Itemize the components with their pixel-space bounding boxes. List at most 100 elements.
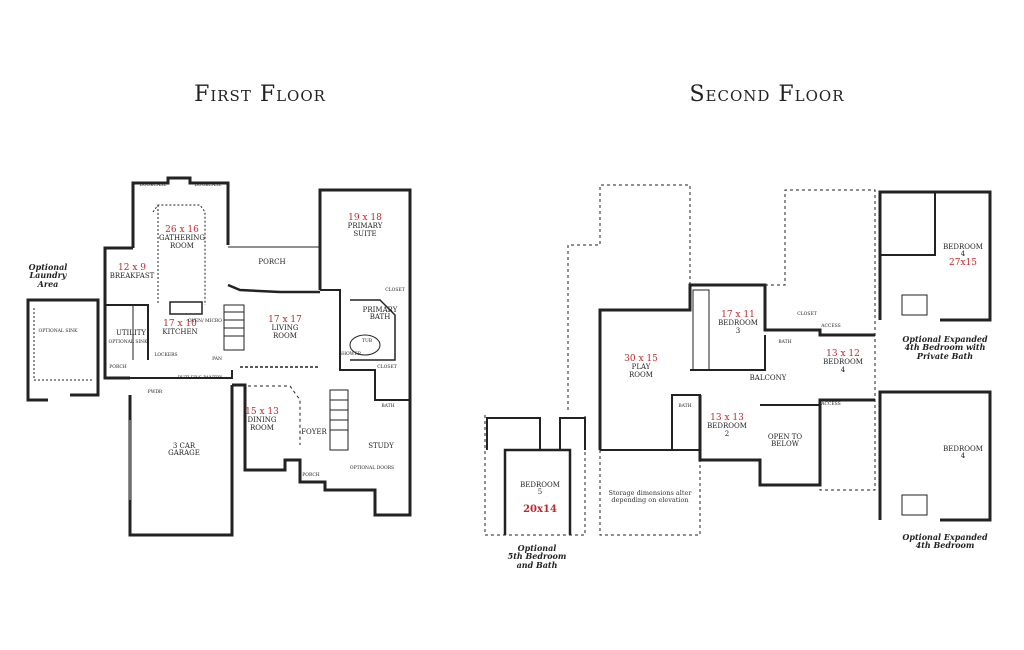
room-name: PLAY bbox=[631, 363, 651, 372]
label-butlers-pantry: BUTLER'S PANTRY bbox=[177, 376, 223, 381]
room-name: DINING bbox=[247, 416, 277, 425]
room-play: 30 x 15 PLAY ROOM bbox=[624, 354, 658, 379]
room-utility: UTILITY bbox=[115, 329, 147, 337]
label-closet: CLOSET bbox=[385, 288, 405, 293]
room-dimension: 26 x 16 bbox=[165, 225, 199, 235]
caption-line: 4th Bedroom bbox=[915, 540, 975, 551]
room-dimension: 19 x 18 bbox=[348, 213, 382, 223]
room-name: BEDROOM bbox=[707, 422, 747, 431]
room-dimension: 15 x 13 bbox=[245, 407, 279, 417]
room-name: 2 bbox=[724, 429, 730, 438]
room-name: 3 bbox=[735, 326, 741, 335]
room-name: BELOW bbox=[771, 440, 799, 449]
label-bath: BATH bbox=[778, 340, 792, 345]
expanded-bath-caption: Optional Expanded 4th Bedroom with Priva… bbox=[902, 334, 988, 361]
room-name: BEDROOM bbox=[520, 481, 560, 489]
label-porch: PORCH bbox=[258, 258, 286, 266]
room-name: BATH bbox=[369, 313, 391, 322]
label-access: ACCESS bbox=[821, 402, 841, 407]
room-name: BEDROOM bbox=[943, 243, 983, 251]
label-bath: BATH bbox=[678, 404, 692, 409]
first-floor-walls bbox=[103, 176, 412, 537]
caption-line: Optional bbox=[28, 262, 68, 272]
label-pwdr: PWDR bbox=[147, 390, 163, 395]
room-name: OPEN TO bbox=[767, 433, 803, 441]
room-study: STUDY bbox=[368, 442, 394, 450]
label-tub: TUB bbox=[361, 339, 373, 344]
second-floor-walls bbox=[484, 184, 876, 536]
expanded-caption: Optional Expanded 4th Bedroom bbox=[902, 533, 987, 550]
room-expanded-bedroom: BEDROOM 4 bbox=[943, 445, 983, 461]
room-name: BEDROOM bbox=[718, 319, 758, 328]
label-lockers: LOCKERS bbox=[154, 353, 178, 358]
label-optional-sink: OPTIONAL SINK bbox=[108, 340, 148, 345]
label-oven: OVEN/ MICRO bbox=[188, 319, 222, 324]
laundry-sink-label: OPTIONAL SINK bbox=[38, 329, 78, 334]
storage-note: Storage dimensions alter depending on el… bbox=[609, 490, 692, 504]
room-dimension: 30 x 15 bbox=[624, 354, 658, 364]
room-bedroom-4: 13 x 12 BEDROOM 4 bbox=[823, 349, 863, 374]
label-optional-doors: OPTIONAL DOORS bbox=[349, 466, 395, 471]
label-pan: PAN bbox=[212, 357, 222, 362]
room-name: PRIMARY bbox=[347, 222, 383, 231]
room-name: ROOM bbox=[273, 331, 297, 340]
room-name: 4 bbox=[960, 250, 966, 259]
caption-line: Optional Expanded bbox=[902, 334, 988, 344]
caption-line: and Bath bbox=[516, 559, 558, 570]
option-plans-walls bbox=[878, 190, 992, 522]
label-shower: SHOWER bbox=[339, 352, 361, 357]
laundry-caption: Optional Laundry Area bbox=[28, 262, 68, 289]
caption-line: Private Bath bbox=[916, 350, 974, 361]
room-dimension: 17 x 17 bbox=[268, 315, 302, 325]
room-name: 5 bbox=[537, 488, 543, 497]
room-primary-suite: 19 x 18 PRIMARY SUITE bbox=[347, 213, 383, 238]
room-name: LIVING bbox=[271, 324, 299, 333]
room-bedroom-2: 13 x 13 BEDROOM 2 bbox=[707, 413, 747, 438]
caption-line: Laundry bbox=[29, 270, 67, 281]
room-dimension: 13 x 13 bbox=[710, 413, 744, 423]
label-access: ACCESS bbox=[821, 324, 841, 329]
room-name: ROOM bbox=[170, 241, 194, 250]
room-foyer: FOYER bbox=[301, 428, 327, 436]
label-bath: BATH bbox=[381, 404, 395, 409]
room-name: BEDROOM bbox=[943, 445, 983, 453]
room-bedroom-3: 17 x 11 BEDROOM 3 bbox=[718, 310, 758, 335]
room-name: ROOM bbox=[250, 423, 274, 432]
first-floor-title: First Floor bbox=[194, 82, 326, 107]
room-dimension: 13 x 12 bbox=[826, 349, 860, 359]
room-balcony: BALCONY bbox=[749, 374, 787, 382]
room-bedroom-5: BEDROOM 5 20x14 bbox=[520, 481, 560, 515]
room-dimension: 27x15 bbox=[949, 257, 977, 268]
label-bookcase: BOOKCASE bbox=[139, 183, 167, 188]
room-kitchen: 17 x 10 KITCHEN bbox=[162, 319, 197, 337]
room-name: GARAGE bbox=[168, 449, 200, 458]
room-gathering: 26 x 16 GATHERING ROOM bbox=[159, 225, 205, 250]
label-porch: PORCH bbox=[302, 473, 320, 478]
room-name: ROOM bbox=[629, 370, 653, 379]
room-dimension: 17 x 11 bbox=[721, 310, 755, 320]
caption-line: 5th Bedroom bbox=[507, 551, 567, 562]
room-primary-bath: PRIMARY BATH bbox=[363, 306, 398, 322]
label-closet: CLOSET bbox=[377, 365, 397, 370]
room-name: BEDROOM bbox=[823, 358, 863, 367]
label-bookcase: BOOKCASE bbox=[194, 183, 222, 188]
room-name: 4 bbox=[840, 365, 846, 374]
caption-line: Optional bbox=[517, 543, 557, 553]
room-open-below: OPEN TO BELOW bbox=[767, 433, 803, 449]
room-name: BREAKFAST bbox=[109, 272, 155, 281]
room-dimension: 12 x 9 bbox=[118, 263, 146, 273]
room-breakfast: 12 x 9 BREAKFAST bbox=[109, 263, 155, 281]
room-dining: 15 x 13 DINING ROOM bbox=[245, 407, 279, 432]
bedroom5-caption: Optional 5th Bedroom and Bath bbox=[507, 543, 567, 570]
room-name: 4 bbox=[960, 452, 966, 461]
caption-line: Area bbox=[37, 278, 59, 289]
label-closet: CLOSET bbox=[797, 312, 817, 317]
room-dimension: 20x14 bbox=[523, 503, 557, 515]
laundry-option-walls bbox=[26, 298, 100, 402]
room-dimension: 17 x 10 bbox=[163, 319, 197, 329]
second-floor-title: Second Floor bbox=[689, 82, 845, 107]
caption-line: Optional Expanded bbox=[902, 532, 988, 542]
room-name: GATHERING bbox=[159, 234, 205, 243]
caption-line: 4th Bedroom with bbox=[904, 342, 986, 353]
